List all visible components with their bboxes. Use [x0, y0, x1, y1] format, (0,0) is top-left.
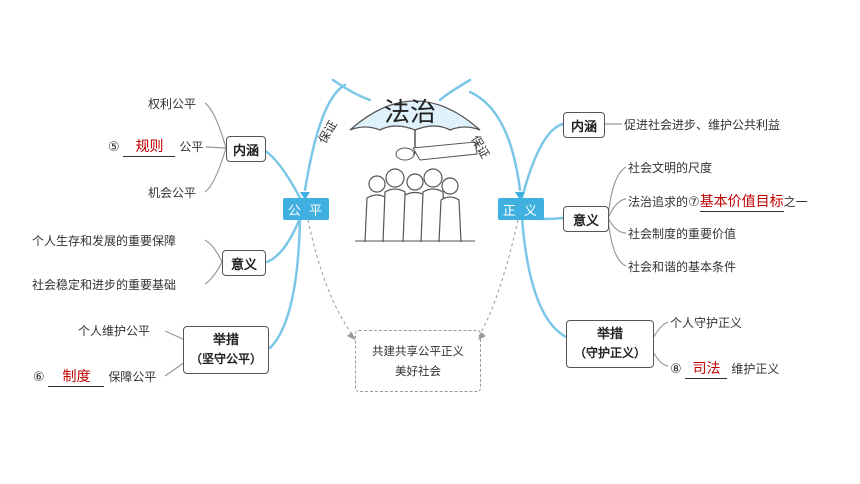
- goal-line-1: 共建共享公平正义: [372, 344, 464, 358]
- umbrella-illustration: [349, 100, 481, 242]
- fair-measure-2-blank: ⑥ 制度 保障公平: [33, 366, 156, 387]
- justice-connotation-node: 内涵: [563, 112, 605, 138]
- justice-to-connotation: [520, 122, 565, 200]
- fairness-measures-node: 举措 （坚守公平）: [183, 326, 269, 374]
- fair-significance-1: 个人生存和发展的重要保障: [32, 234, 177, 248]
- fair-measures-sublabel: （坚守公平）: [189, 352, 262, 366]
- fair-rule-suffix: 公平: [179, 140, 204, 154]
- answer-judiciary: 司法: [685, 358, 728, 379]
- justice-sig2-suffix: 之一: [783, 195, 808, 209]
- fair-right-equity: 权利公平: [148, 97, 197, 111]
- justice-node: 正 义: [498, 198, 544, 220]
- fair-measures-label: 举措: [212, 333, 239, 348]
- justice-significance-1: 社会文明的尺度: [628, 161, 713, 175]
- right-guarantee-arc: [468, 90, 522, 192]
- justice-significance-node: 意义: [563, 206, 609, 232]
- justice-connotation-text: 促进社会进步、维护公共利益: [624, 118, 781, 132]
- fair-to-measures: [268, 216, 302, 350]
- fairness-node: 公 平: [283, 198, 329, 220]
- left-guarantee-arc: [303, 83, 347, 192]
- justice-measures-node: 举措 （守护正义）: [566, 320, 654, 368]
- fair-measure-1: 个人维护公平: [78, 324, 151, 338]
- fair-to-significance: [265, 216, 302, 264]
- goal-line-2: 美好社会: [395, 364, 441, 378]
- justice-sig2-prefix: 法治追求的: [628, 195, 689, 209]
- answer-rule: 规则: [123, 136, 176, 157]
- fair-significance-2: 社会稳定和进步的重要基础: [32, 278, 177, 292]
- fair-rule-blank: ⑤ 规则 公平: [108, 136, 203, 157]
- answer-system: 制度: [48, 366, 105, 387]
- justice-to-measures: [520, 216, 570, 340]
- justice-measure-2-blank: ⑧ 司法 维护正义: [670, 358, 779, 379]
- justice-significance-4: 社会和谐的基本条件: [628, 260, 737, 274]
- goal-box: 共建共享公平正义 美好社会: [355, 330, 481, 392]
- justice-measures-sublabel: （守护正义）: [573, 346, 646, 360]
- fair-to-connotation: [262, 148, 302, 200]
- justice-significance-3: 社会制度的重要价值: [628, 227, 737, 241]
- blank-number-7: ⑦: [688, 195, 700, 210]
- blank-number-6: ⑥: [33, 370, 45, 385]
- fairness-significance-node: 意义: [222, 250, 266, 276]
- blank-number-5: ⑤: [108, 140, 120, 155]
- justice-significance-2: 法治追求的⑦基本价值目标之一: [628, 191, 808, 212]
- fair-opportunity-equity: 机会公平: [148, 186, 197, 200]
- answer-basic-value: 基本价值目标: [699, 191, 784, 212]
- center-title: 法治: [383, 98, 436, 128]
- justice-measures-label: 举措: [596, 327, 623, 342]
- justice-measure-1: 个人守护正义: [670, 316, 743, 330]
- fairness-connotation-node: 内涵: [226, 136, 266, 162]
- fair-measure-2-suffix: 保障公平: [108, 370, 157, 384]
- justice-measure-2-suffix: 维护正义: [731, 362, 780, 376]
- blank-number-8: ⑧: [670, 362, 682, 377]
